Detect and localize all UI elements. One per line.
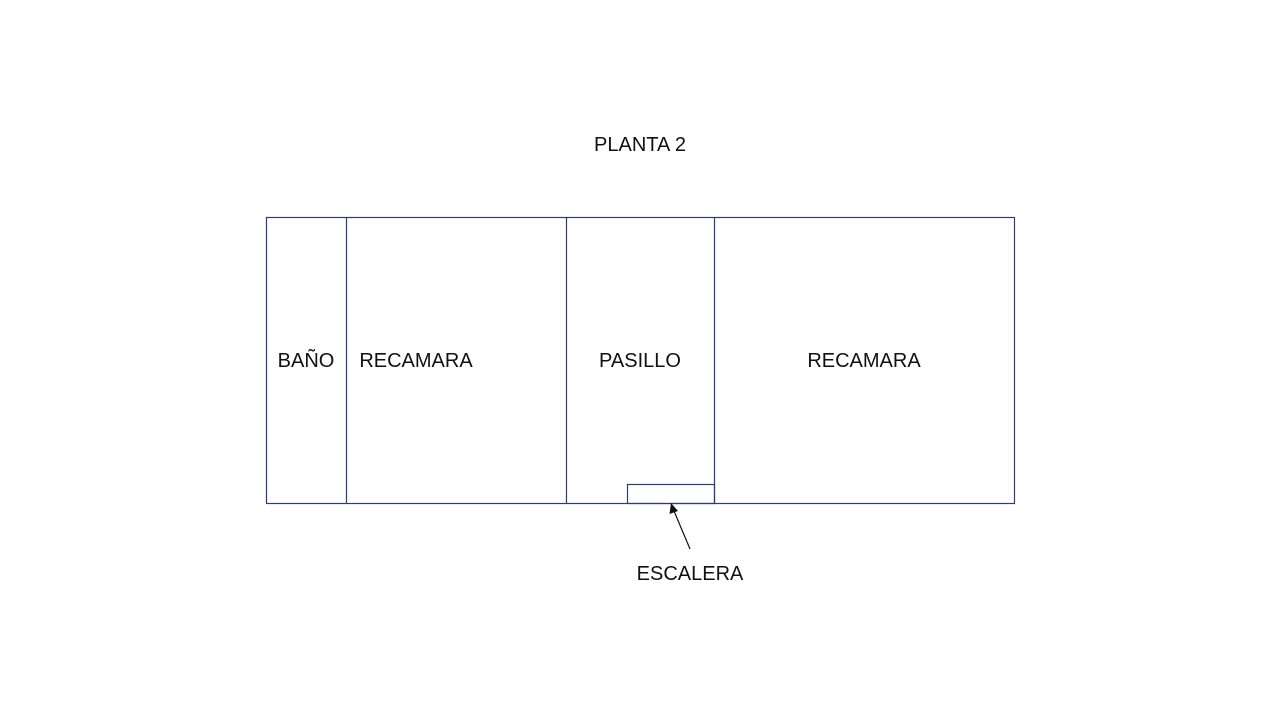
stair-box [626,483,716,505]
room-label-recamara-1: RECAMARA [359,350,473,372]
stair-pointer-line [673,510,691,550]
stair-pointer-arrowhead [669,503,678,514]
room-label-pasillo: PASILLO [599,350,681,372]
plan-title: PLANTA 2 [594,134,686,156]
room-label-bano: BAÑO [278,348,335,372]
stair-label: ESCALERA [637,563,744,585]
room-label-recamara-2: RECAMARA [807,350,921,372]
